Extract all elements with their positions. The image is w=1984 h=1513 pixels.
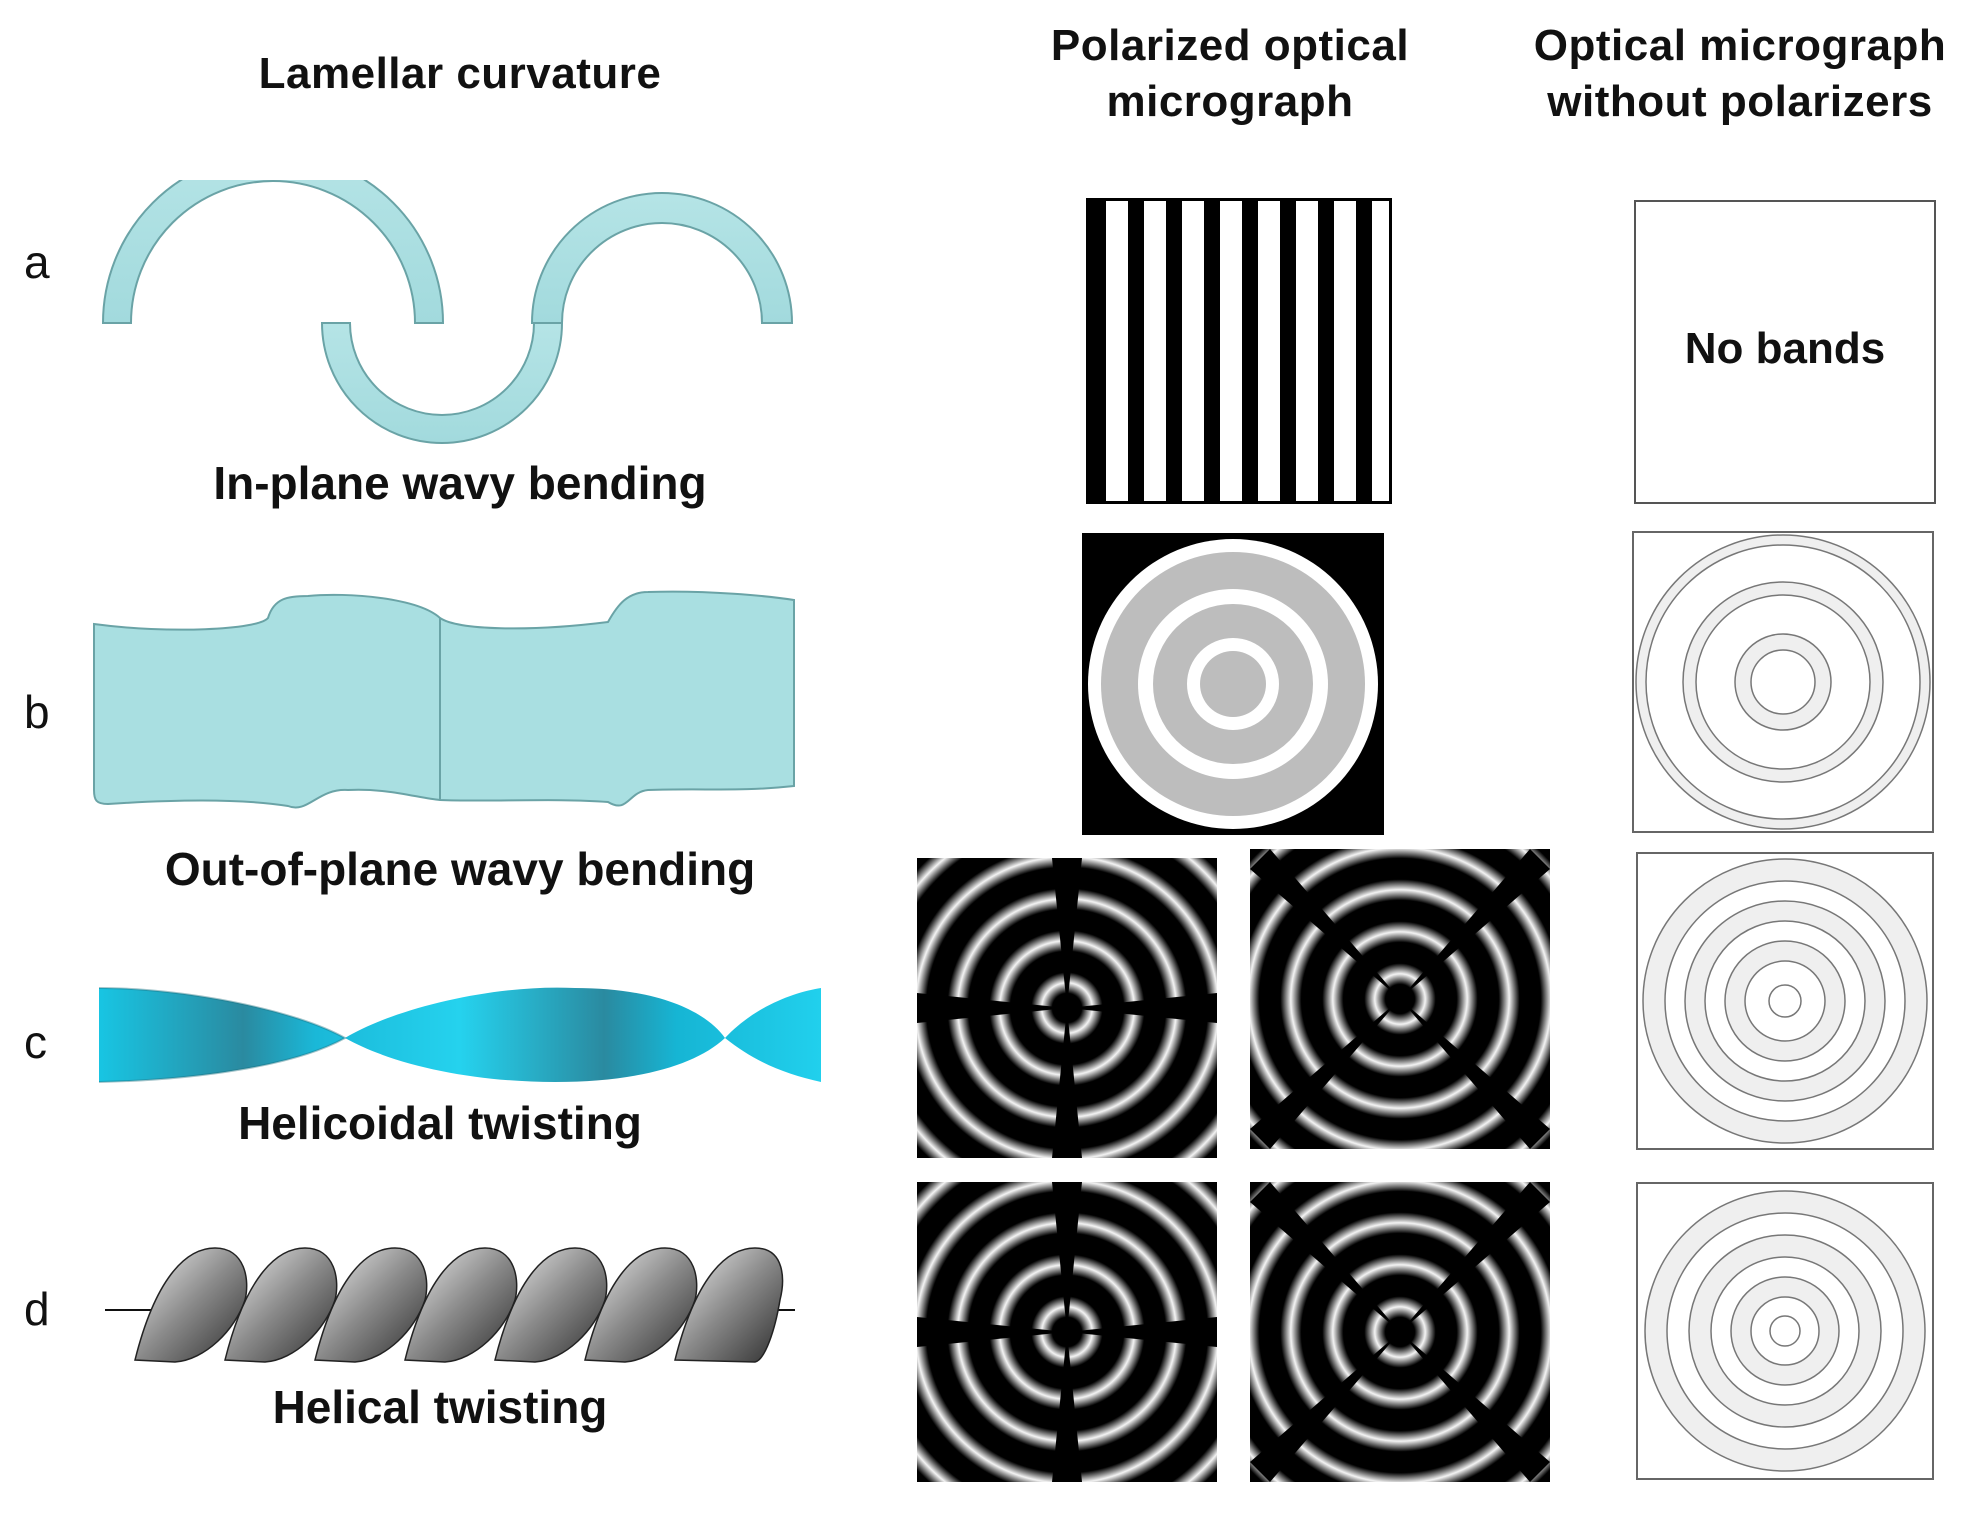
polarized-stripes-a <box>1086 198 1392 504</box>
header-polarized-line2: micrograph <box>1106 77 1354 126</box>
row-label-c: c <box>24 1016 47 1068</box>
out-of-plane-wavy-lamella <box>93 590 795 809</box>
polarized-rings-b <box>1082 533 1384 835</box>
header-polarized-line1: Polarized optical <box>1050 21 1410 70</box>
polarized-banded-c-left <box>917 858 1217 1158</box>
polarized-banded-d-right <box>1250 1182 1550 1482</box>
helical-ribbon <box>105 1247 795 1363</box>
caption-helicoidal: Helicoidal twisting <box>238 1097 642 1149</box>
plain-rings-c <box>1636 852 1934 1150</box>
header-polarized-micrograph: Polarized optical micrograph <box>1000 18 1460 130</box>
plain-rings-b <box>1632 531 1934 833</box>
header-lamellar-curvature: Lamellar curvature <box>258 49 662 98</box>
caption-in-plane: In-plane wavy bending <box>213 457 707 509</box>
header-no-polarizer-micrograph: Optical micrograph without polarizers <box>1505 18 1975 130</box>
header-nopol-line2: without polarizers <box>1547 77 1933 126</box>
caption-out-of-plane: Out-of-plane wavy bending <box>164 843 756 895</box>
polarized-banded-c-right <box>1250 849 1550 1149</box>
in-plane-wavy-lamella <box>101 180 794 444</box>
caption-helical: Helical twisting <box>272 1381 608 1433</box>
plain-rings-d <box>1636 1182 1934 1480</box>
plain-micrograph-a <box>1634 200 1936 504</box>
no-bands-label: No bands <box>1684 324 1886 373</box>
polarized-banded-d-left <box>917 1182 1217 1482</box>
header-nopol-line1: Optical micrograph <box>1533 21 1947 70</box>
row-label-a: a <box>24 236 50 288</box>
helicoidal-ribbon <box>98 987 821 1083</box>
row-label-b: b <box>24 686 50 738</box>
row-label-d: d <box>24 1283 50 1335</box>
